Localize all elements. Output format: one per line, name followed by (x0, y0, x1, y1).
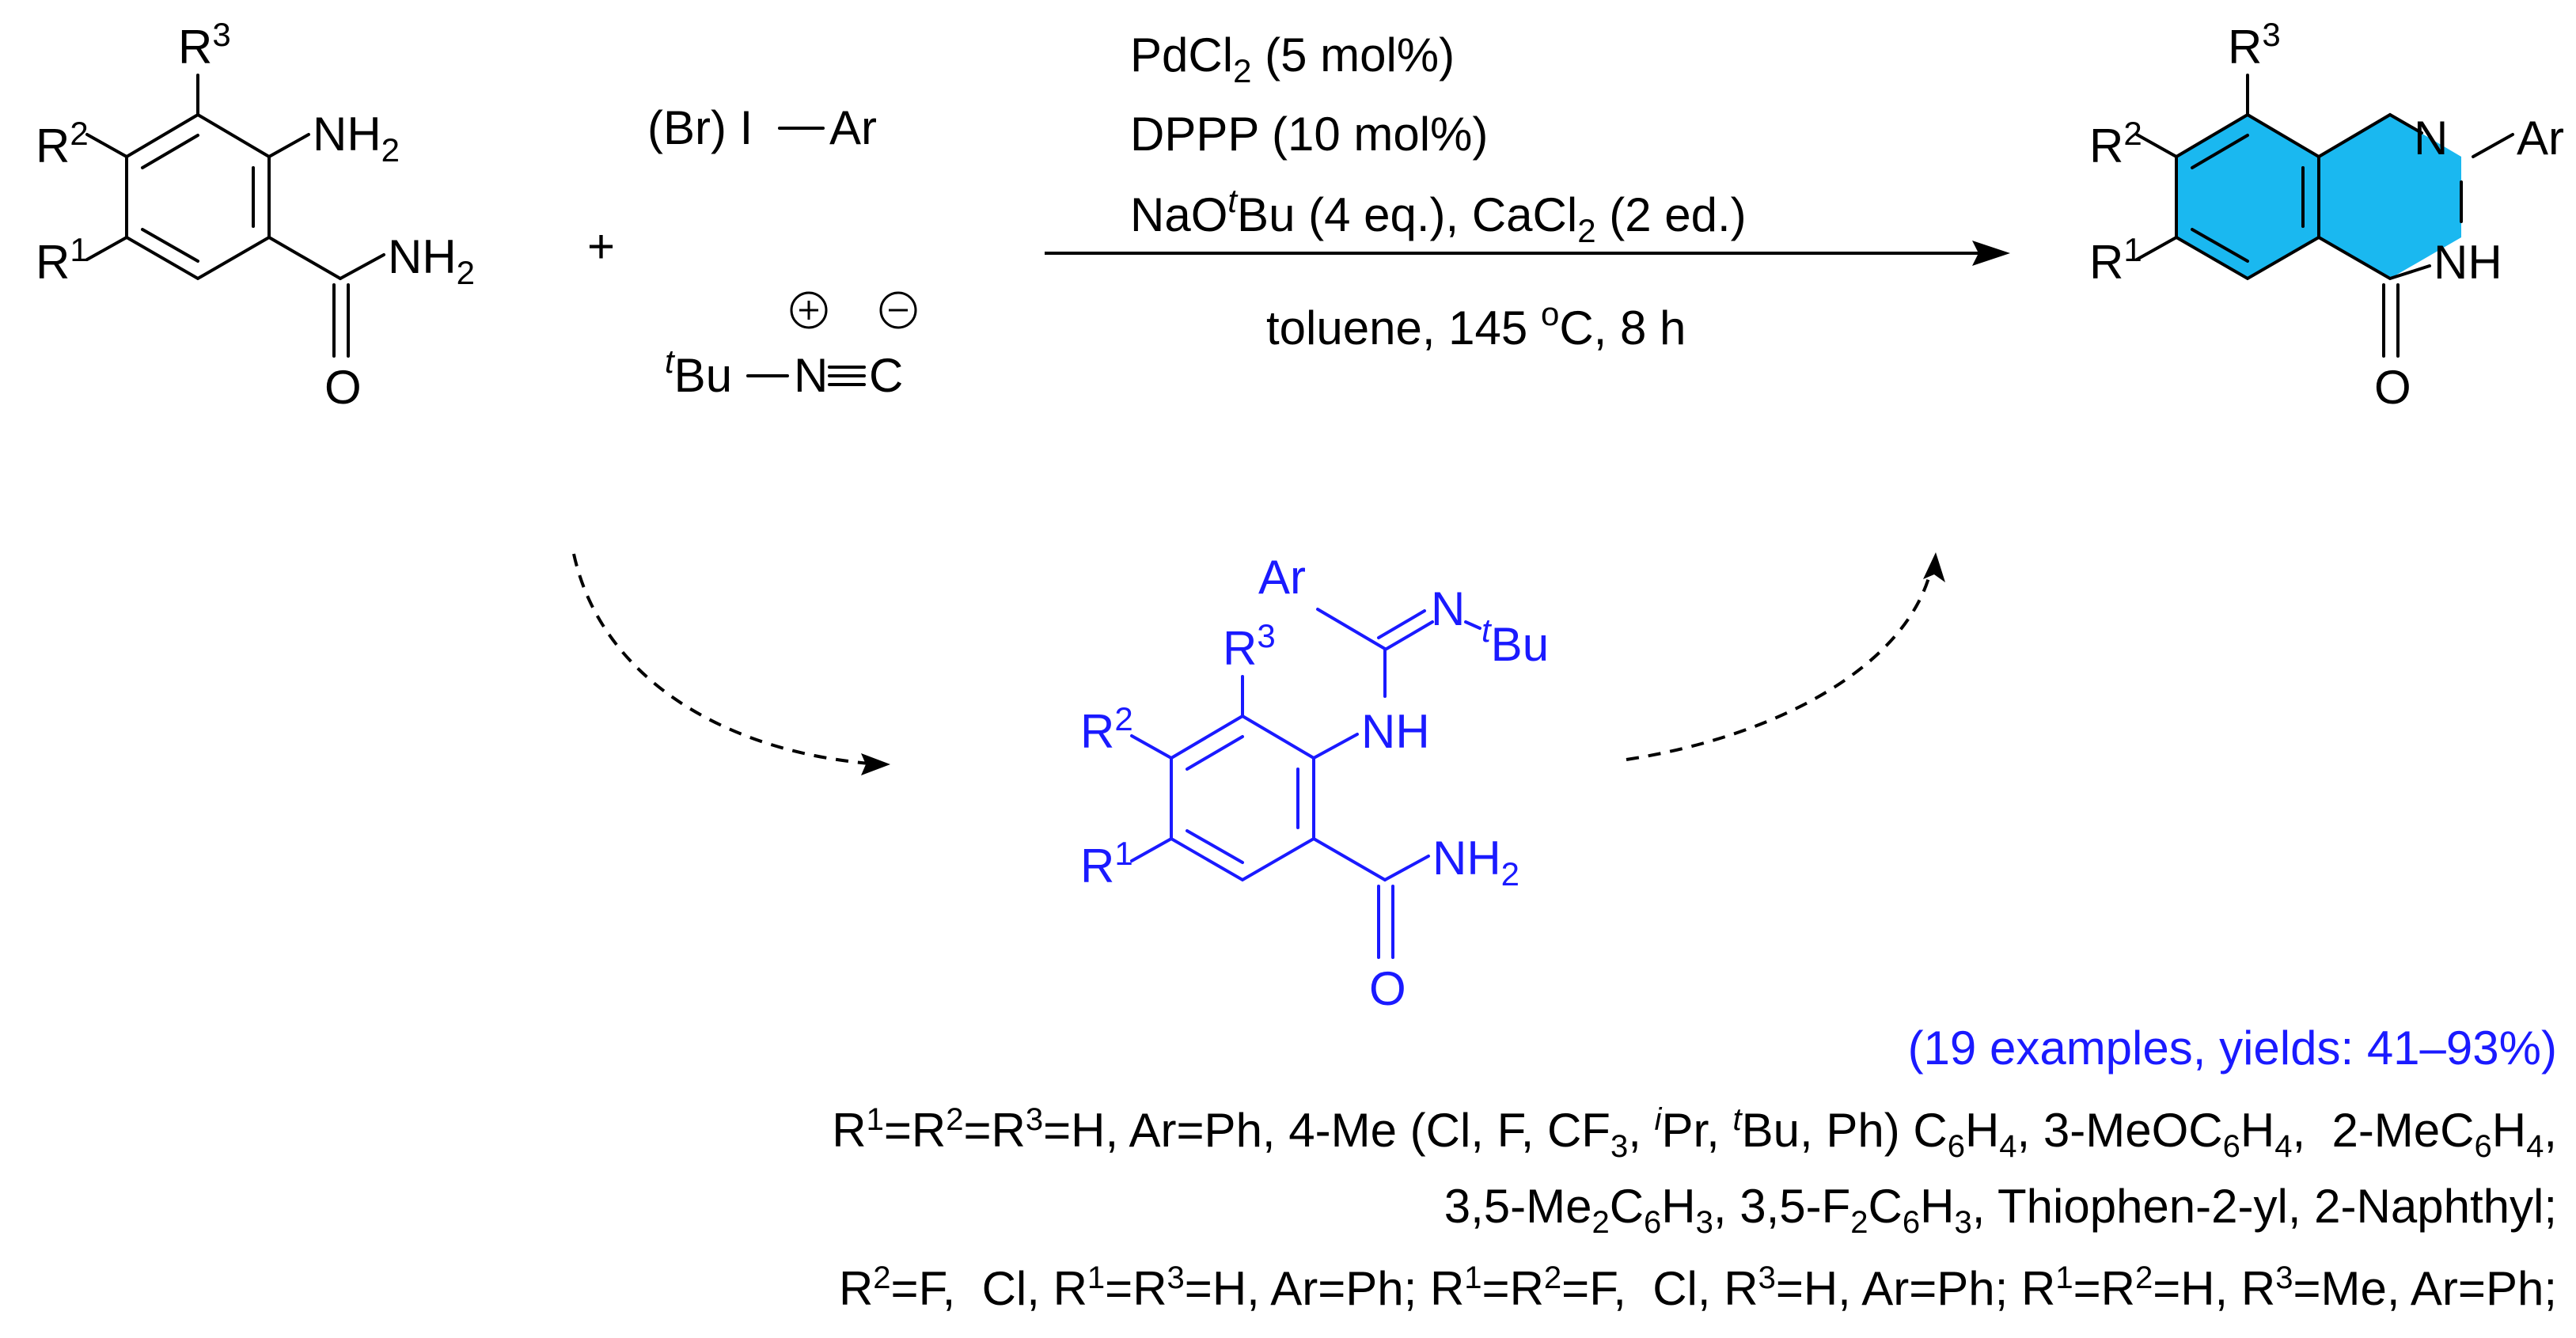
tbu-label: tBu (665, 343, 732, 402)
positive-charge-icon (790, 291, 828, 329)
product-r1-label: R1 (2089, 231, 2142, 289)
isocyanide-triple-bond (828, 366, 866, 386)
r3-label: R3 (178, 16, 231, 74)
haloarene-label: (Br) I (647, 101, 753, 154)
amide-nh2-label: NH2 (388, 230, 475, 291)
product-r3-label: R3 (2228, 16, 2281, 74)
intermediate-nh-label: NH (1361, 705, 1430, 758)
condition-solvent-temp: toluene, 145 oC, 8 h (1266, 295, 1686, 354)
product-n-label: N (2414, 112, 2448, 165)
scope-line-2: 3,5-Me2C6H3, 3,5-F2C6H3, Thiophen-2-yl, … (1444, 1180, 2557, 1240)
intermediate-ar-label: Ar (1258, 551, 1306, 604)
intermediate-r1-label: R1 (1080, 835, 1133, 893)
intermediate-n-tbu-bond (1464, 620, 1481, 630)
intermediate-tbu-label: tBu (1481, 612, 1549, 671)
isocyanide-c-label: C (869, 349, 903, 402)
intermediate-oxygen-label: O (1369, 962, 1406, 1015)
product-nh-label: NH (2434, 236, 2502, 289)
scope-line-3: R2=F, Cl, R1=R3=H, Ar=Ph; R1=R2=F, Cl, R… (838, 1260, 2557, 1315)
amide-oxygen-label: O (324, 361, 362, 414)
product-ar-label: Ar (2517, 112, 2564, 165)
scope-line-1: R1=R2=R3=H, Ar=Ph, 4-Me (Cl, F, CF3, iPr… (832, 1102, 2557, 1164)
isocyanide-n-label: N (794, 349, 828, 402)
dashed-arrow-to-product (1626, 569, 1933, 761)
condition-base: NaOtBu (4 eq.), CaCl2 (2 ed.) (1130, 182, 1747, 249)
product-oxygen-label: O (2374, 361, 2411, 414)
dashed-arrow-to-intermediate (572, 553, 871, 765)
amidine-intermediate-structure (1130, 608, 1434, 959)
r2-label: R2 (36, 115, 89, 172)
intermediate-nh2-label: NH2 (1432, 832, 1519, 893)
aminobenzamide-structure (85, 74, 385, 358)
amine-label: NH2 (313, 108, 400, 169)
plus-sign: + (587, 220, 615, 273)
r1-label: R1 (36, 231, 89, 289)
haloarene-ar-label: Ar (829, 101, 877, 154)
dashed-arrowhead-icon (861, 753, 890, 775)
intermediate-r2-label: R2 (1080, 700, 1133, 758)
quinazolinone-structure (2135, 74, 2514, 358)
product-r2-label: R2 (2089, 115, 2142, 172)
intermediate-n-label: N (1431, 582, 1465, 635)
condition-catalyst: PdCl2 (5 mol%) (1130, 28, 1455, 89)
intermediate-r3-label: R3 (1223, 617, 1276, 675)
negative-charge-icon (879, 291, 917, 329)
dashed-arrowhead-product-icon (1923, 552, 1945, 582)
yield-summary: (19 examples, yields: 41–93%) (1907, 1022, 2557, 1075)
reaction-arrowhead-icon (1972, 241, 2010, 266)
condition-ligand: DPPP (10 mol%) (1130, 108, 1488, 161)
